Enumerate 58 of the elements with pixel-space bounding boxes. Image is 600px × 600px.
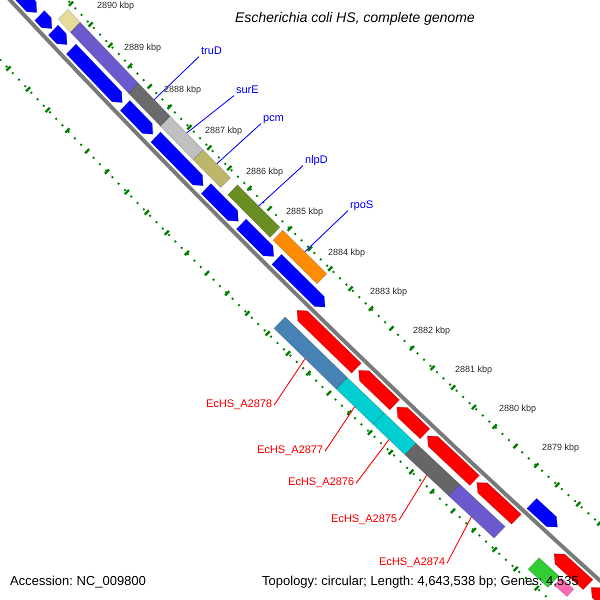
- gene-feature: [526, 498, 558, 528]
- gene-label: EcHS_A2878: [206, 398, 272, 411]
- gene-feature: [66, 43, 123, 104]
- accession-text: Accession: NC_009800: [10, 574, 146, 589]
- scale-label: 2886 kbp: [246, 166, 284, 176]
- leader-line: [258, 165, 304, 207]
- scale-label: 2884 kbp: [328, 247, 366, 258]
- gene-label: nlpD: [305, 154, 328, 167]
- gene-feature: [200, 182, 239, 222]
- leader-line: [216, 123, 262, 164]
- leader-line: [356, 439, 390, 484]
- leader-line: [398, 474, 428, 521]
- leader-line: [186, 95, 234, 134]
- gene-feature: [426, 435, 480, 486]
- gene-feature: [120, 100, 154, 135]
- scale-label: 2888 kbp: [164, 84, 202, 94]
- gene-bar: [192, 149, 232, 188]
- gene-feature: [150, 131, 204, 186]
- scale-label: 2887 kbp: [205, 125, 242, 136]
- scale-label: 2880 kbp: [499, 403, 536, 414]
- scale-label: 2890 kbp: [97, 0, 134, 10]
- gene-bar: [160, 115, 204, 161]
- gene-bar: [272, 229, 328, 285]
- gene-bar: [227, 184, 281, 238]
- scale-label: 2883 kbp: [370, 286, 408, 296]
- gene-bar: [404, 442, 461, 496]
- leader-line: [324, 406, 356, 452]
- gene-bar: [448, 484, 506, 539]
- gene-feature: [358, 370, 400, 411]
- gene-label: EcHS_A2877: [257, 444, 324, 457]
- gene-feature: [396, 406, 431, 440]
- gene-label: truD: [201, 45, 222, 58]
- gene-label: rpoS: [350, 199, 374, 212]
- gene-feature: [34, 10, 52, 30]
- gene-feature: [476, 482, 522, 525]
- gene-bar: [273, 316, 348, 390]
- scale-label: 2881 kbp: [455, 364, 492, 374]
- gene-feature: [271, 254, 326, 308]
- gene-feature: [296, 310, 362, 374]
- scale-label: 2885 kbp: [286, 206, 324, 216]
- gene-label: surE: [236, 84, 259, 97]
- gene-feature: [236, 218, 274, 258]
- gene-feature: [590, 586, 600, 600]
- leader-line: [446, 516, 472, 564]
- gene-bar: [372, 412, 417, 456]
- gene-bar: [336, 376, 385, 426]
- scale-label: 2882 kbp: [413, 325, 450, 336]
- leader-line: [154, 56, 200, 100]
- leader-line: [274, 358, 306, 406]
- title: Escherichia coli HS, complete genome: [235, 9, 475, 26]
- gene-label: pcm: [263, 112, 284, 125]
- gene-label: EcHS_A2876: [288, 476, 354, 489]
- scale-label: 2879 kbp: [542, 442, 580, 452]
- gene-bar: [58, 8, 81, 34]
- scale-label: 2889 kbp: [124, 42, 162, 52]
- gene-label: EcHS_A2874: [379, 556, 446, 569]
- leader-line: [304, 210, 348, 252]
- gene-label: EcHS_A2875: [331, 513, 398, 526]
